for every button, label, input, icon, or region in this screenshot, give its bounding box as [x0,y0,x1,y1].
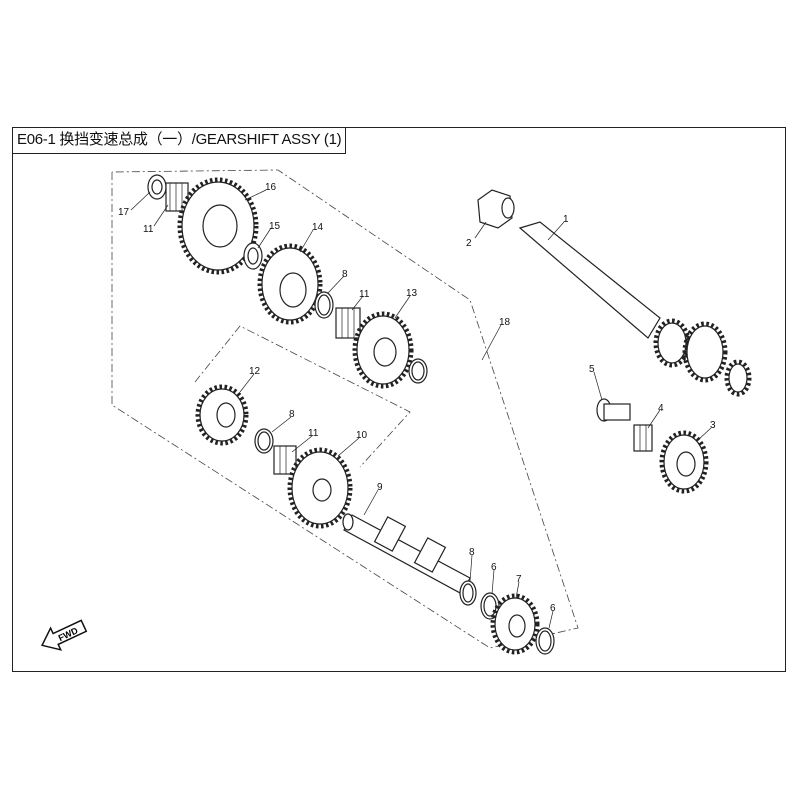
callout-13: 13 [406,288,418,299]
callout-9: 9 [377,482,383,493]
part-7-gear[interactable] [490,593,540,655]
part-14-gear-hub[interactable] [257,243,323,325]
callout-6: 6 [550,603,556,614]
leader-lines [130,189,712,629]
callout-3: 3 [710,420,716,431]
part-4-needle-bearing[interactable] [633,424,653,452]
subassembly-outline [194,325,411,468]
part-1-mainshaft[interactable] [518,221,752,397]
callout-10: 10 [356,430,368,441]
callout-2: 2 [466,238,472,249]
callout-5: 5 [589,364,595,375]
part-6-washer[interactable] [535,627,555,655]
callout-17: 17 [118,207,130,218]
callout-1: 1 [563,214,569,225]
callout-11: 11 [308,428,319,439]
callout-6: 6 [491,562,497,573]
callout-8: 8 [342,269,348,280]
part-10-gear[interactable] [287,447,353,529]
part-2-nut[interactable] [477,189,515,229]
part-8-circlip[interactable] [459,580,477,606]
assembly-outline [111,169,579,649]
callout-4: 4 [658,403,664,414]
callout-14: 14 [312,222,324,233]
forward-arrow-icon: FWD [40,619,88,651]
callout-8: 8 [289,409,295,420]
callout-15: 15 [269,221,281,232]
callout-16: 16 [265,182,277,193]
diagram-title: E06-1 换挡变速总成（一）/GEARSHIFT ASSY (1) [12,127,347,154]
part-8-circlip[interactable] [314,291,334,319]
part-12-gear[interactable] [195,384,249,446]
part-13-gear[interactable] [352,311,414,389]
callout-12: 12 [249,366,261,377]
callout-8: 8 [469,547,475,558]
part-16-gear[interactable] [177,177,259,275]
part-3-gear[interactable] [659,430,709,494]
part-17-washer[interactable] [147,174,167,200]
part-8-circlip[interactable] [254,428,274,454]
part-15-washer[interactable] [243,242,263,270]
part-5-bushing[interactable] [596,398,631,422]
callout-18: 18 [499,317,511,328]
callout-11: 11 [359,289,370,300]
callout-11: 11 [143,224,154,235]
part-8-circlip[interactable] [408,358,428,384]
callout-7: 7 [516,574,522,585]
diagram-frame [12,127,786,672]
part-9-countershaft[interactable] [342,513,471,595]
part-11-needle-bearing[interactable] [273,445,297,475]
